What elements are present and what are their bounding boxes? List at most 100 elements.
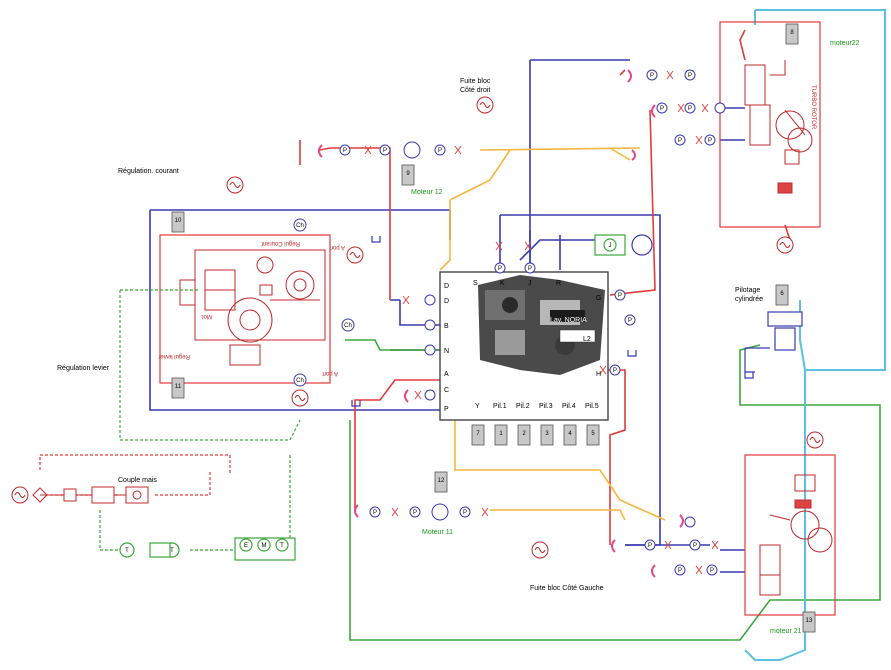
- svg-text:M: M: [262, 543, 267, 549]
- svg-text:P: P: [678, 138, 682, 144]
- moteur12-label: Moteur 12: [411, 189, 443, 196]
- svg-text:P: P: [710, 568, 714, 574]
- pin-4: 4: [568, 431, 572, 437]
- pin-3: 3: [545, 431, 549, 437]
- green-lines: [345, 339, 881, 641]
- pin-13: 13: [806, 618, 813, 624]
- svg-text:P: P: [438, 148, 442, 154]
- port-a: A: [444, 371, 449, 378]
- pin-1: 1: [499, 431, 503, 437]
- regulation-levier-label: Régulation levier: [57, 365, 110, 372]
- svg-text:P: P: [383, 148, 387, 154]
- turbo-rotor-label: TURBO ROTOR: [810, 85, 816, 130]
- port-y: Y: [475, 403, 480, 410]
- port-n: N: [444, 348, 449, 355]
- svg-text:T: T: [125, 548, 129, 554]
- port-d-top: D: [444, 283, 449, 290]
- valve-block-image: [478, 275, 605, 375]
- port-c: C: [444, 387, 449, 394]
- hose-symbols: [318, 69, 684, 578]
- svg-text:P: P: [498, 266, 502, 272]
- svg-text:P: P: [618, 293, 622, 299]
- svg-text:Ch: Ch: [296, 378, 304, 384]
- sine-sources: [11, 96, 824, 559]
- port-d: D: [444, 298, 449, 305]
- green-actuators: [119, 234, 626, 561]
- pins: [171, 23, 816, 633]
- motor22-valve-symbols: [744, 60, 813, 194]
- svg-text:T: T: [170, 548, 174, 554]
- moteur22-label: moteur22: [830, 40, 860, 47]
- component-chains: [293, 69, 726, 576]
- fuite-gauche-label: Fuite bloc Côté Gauche: [530, 585, 604, 592]
- moteur11-label: Moteur 11: [422, 529, 453, 536]
- pilotage-label-2: cylindrée: [735, 296, 763, 303]
- aport-top-label: A port: [329, 244, 345, 250]
- port-pil5: Pil.5: [585, 403, 599, 410]
- svg-text:Ch: Ch: [344, 323, 352, 329]
- port-s: S: [473, 280, 478, 287]
- svg-text:P: P: [693, 543, 697, 549]
- svg-text:Ch: Ch: [296, 223, 304, 229]
- motor21-casing: [744, 454, 836, 616]
- pin-10: 10: [175, 218, 182, 224]
- couple-mais-label: Couple mais: [118, 477, 157, 484]
- port-pil3: Pil.3: [539, 403, 553, 410]
- pin-2: 2: [522, 431, 526, 437]
- port-j: J: [528, 280, 532, 287]
- pin-12: 12: [438, 478, 445, 484]
- pin-8: 8: [790, 30, 794, 36]
- couple-control-chain: [32, 486, 149, 504]
- restriction-symbols: [364, 70, 719, 575]
- svg-text:P: P: [678, 568, 682, 574]
- dashed-control-lines: [39, 289, 301, 551]
- svg-text:P: P: [613, 368, 617, 374]
- svg-text:T: T: [280, 543, 284, 549]
- port-pil2: Pil.2: [516, 403, 530, 410]
- fuite-droit-label-1: Fuite bloc: [460, 78, 491, 85]
- port-pil1: Pil.1: [493, 403, 507, 410]
- svg-text:P: P: [688, 106, 692, 112]
- svg-text:P: P: [648, 543, 652, 549]
- pin-5: 5: [591, 431, 595, 437]
- motor21-valve-symbols: [759, 474, 833, 596]
- variable-pump-image: [179, 249, 326, 366]
- blue-lines: [149, 59, 745, 573]
- pin-11: 11: [175, 384, 182, 390]
- tank-symbols: [351, 236, 754, 407]
- svg-text:J: J: [609, 243, 612, 249]
- fuite-droit-label-2: Côté droit: [460, 87, 490, 94]
- motor22-casing: [719, 21, 821, 228]
- port-g: G: [596, 295, 601, 302]
- moteur21-label: moteur 21: [770, 628, 802, 635]
- svg-text:P: P: [528, 266, 532, 272]
- svg-text:P: P: [708, 138, 712, 144]
- pump-casing-left: [159, 234, 331, 384]
- port-k: K: [500, 280, 505, 287]
- svg-text:P: P: [463, 510, 467, 516]
- regul-courant-label: Regul Courant: [261, 240, 300, 246]
- port-b: B: [444, 323, 449, 330]
- svg-text:E: E: [244, 543, 248, 549]
- pilotage-label-1: Pilotage: [735, 287, 760, 294]
- pin-6: 6: [780, 291, 784, 297]
- port-pil4: Pil.4: [562, 403, 576, 410]
- aport-mid-label: A port: [322, 370, 338, 376]
- pressure-sensor-labels: P P P P P P P P P P P P P P P P P P P P …: [125, 73, 714, 574]
- blue-pump-symbol: [631, 234, 653, 256]
- l2-label: L2: [583, 336, 591, 343]
- regul-levier-label: Regul levier: [158, 353, 190, 359]
- mot-label: Mot.: [200, 313, 212, 319]
- yellow-lines: [439, 147, 666, 521]
- svg-text:P: P: [650, 73, 654, 79]
- svg-text:P: P: [688, 73, 692, 79]
- regulation-courant-label: Régulation. courant: [118, 168, 179, 175]
- svg-text:P: P: [373, 510, 377, 516]
- port-r: R: [556, 280, 561, 287]
- pilot-valve: [744, 311, 803, 373]
- svg-text:P: P: [413, 510, 417, 516]
- svg-text:P: P: [660, 106, 664, 112]
- svg-text:P: P: [628, 318, 632, 324]
- lav-noria-label: Lav. NORIA: [550, 317, 587, 324]
